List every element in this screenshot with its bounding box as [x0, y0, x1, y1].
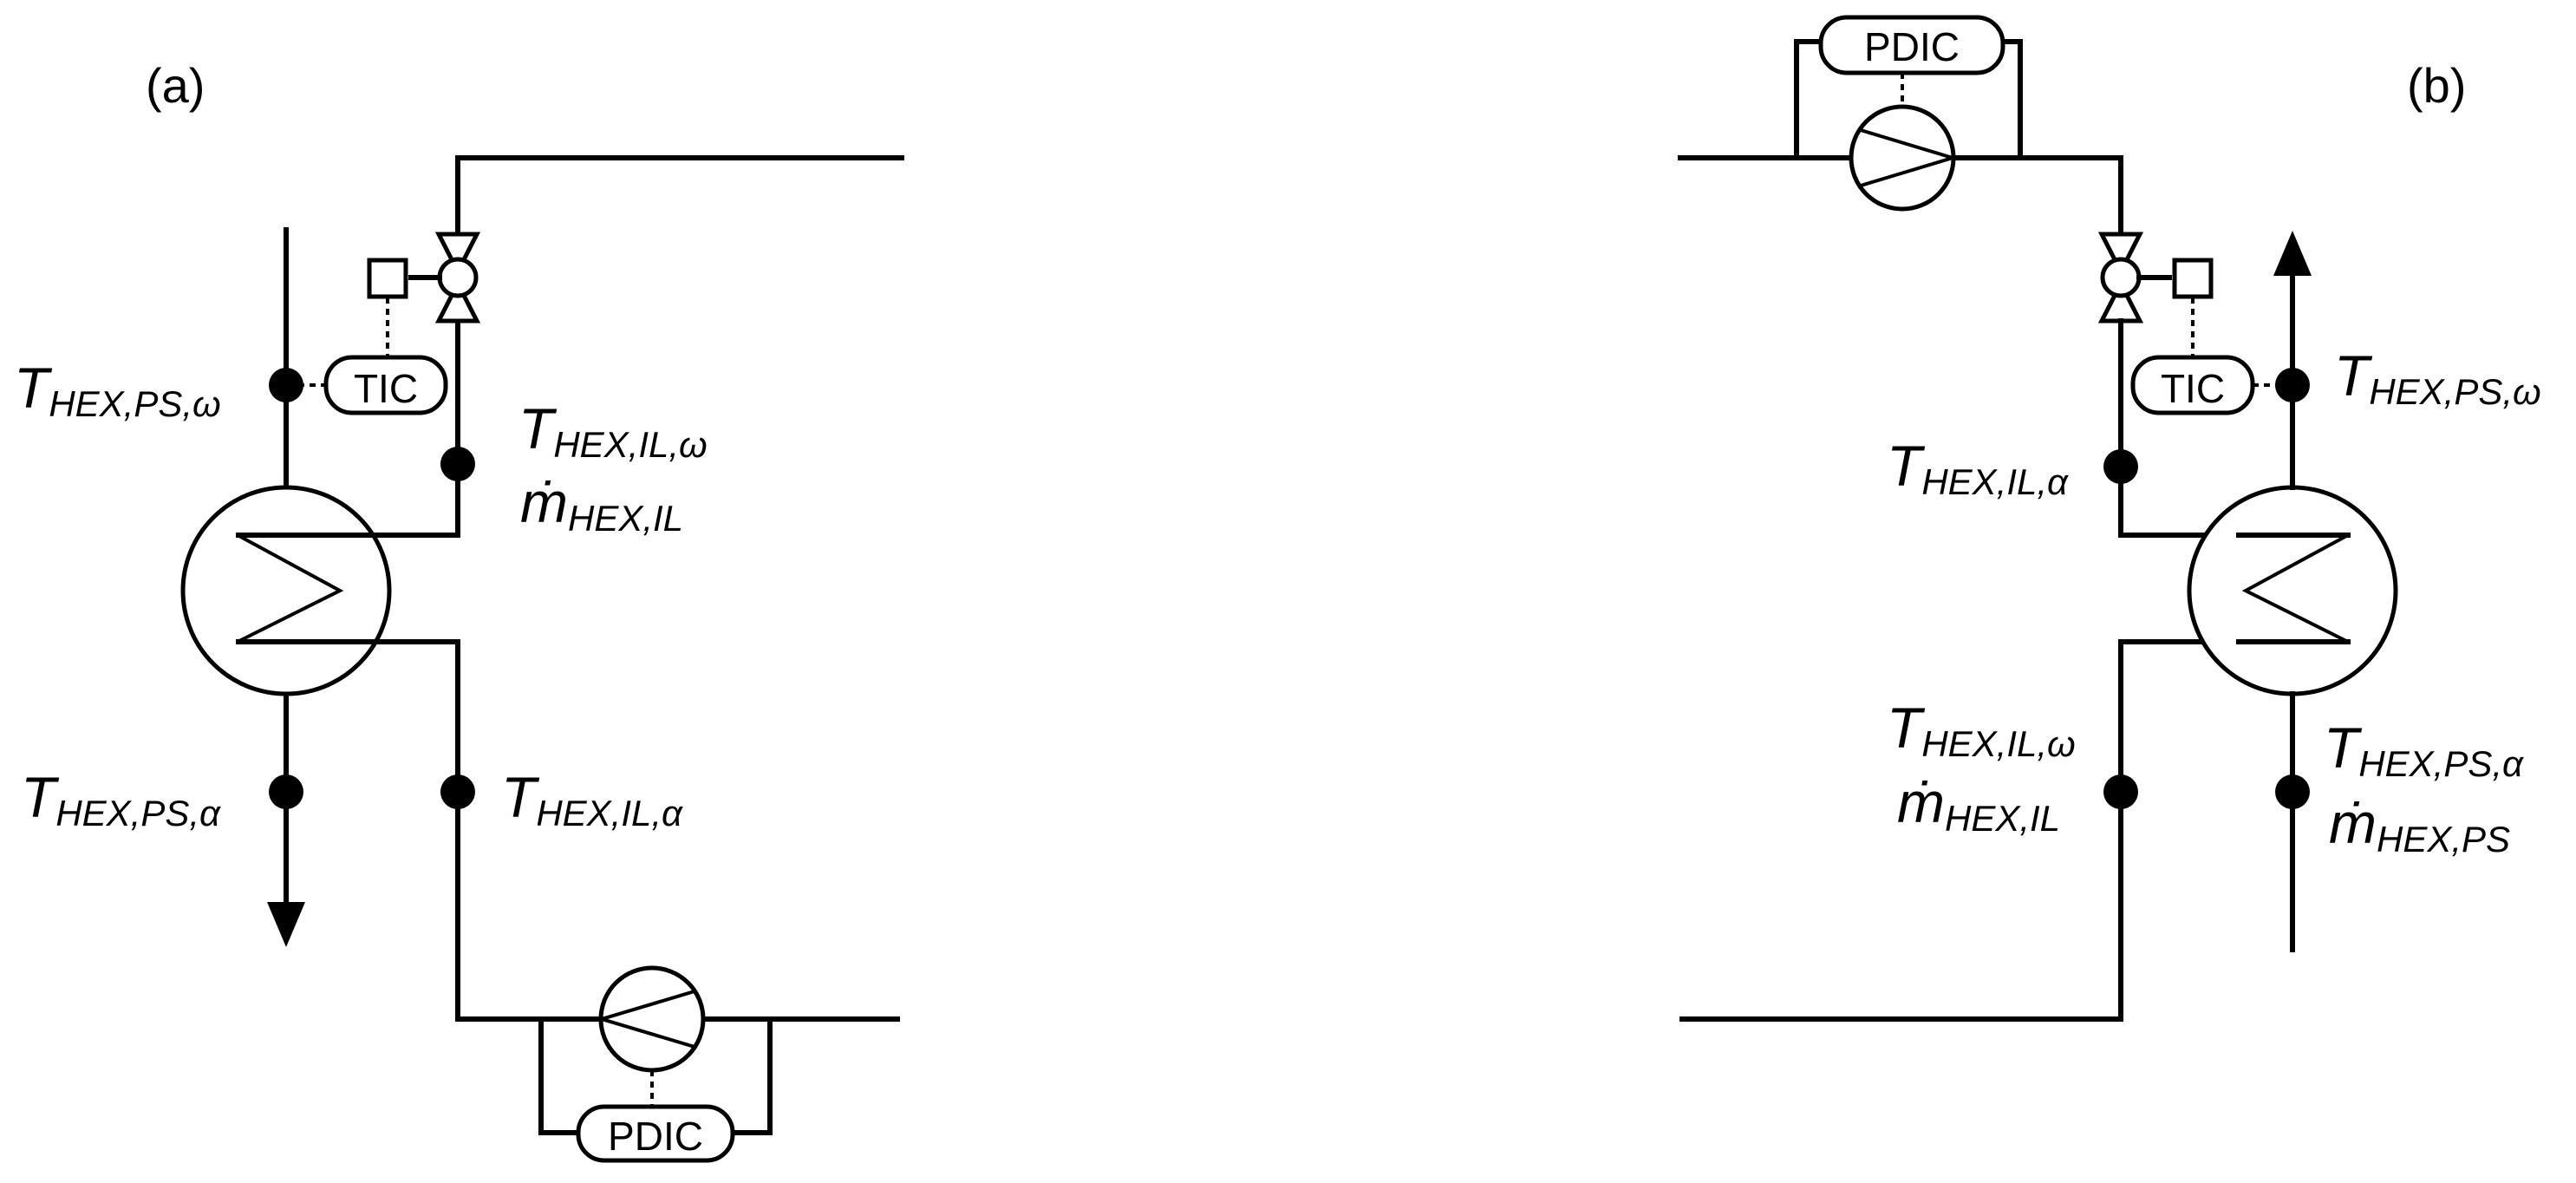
- three-way-valve-a: [367, 232, 481, 324]
- heat-exchanger-b: [2187, 485, 2398, 696]
- valve-actuator-a: [367, 258, 408, 299]
- label-a-il-flow: ṁHEX,IL: [520, 470, 683, 539]
- pump-b: [1849, 104, 1959, 212]
- sensor-dot-b-il-out: [2103, 775, 2138, 809]
- sensor-dot-b-ps-in: [2275, 775, 2310, 809]
- panel-a: (a) TIC: [14, 58, 904, 1163]
- label-a-il-out: THEX,IL,ω: [518, 396, 708, 465]
- sensor-dot-a-ps-in: [269, 775, 303, 809]
- tic-label-a: TIC: [354, 366, 418, 411]
- sensor-dot-a-il-in: [440, 775, 475, 809]
- ps-outlet-arrow-b: [2273, 231, 2312, 276]
- label-b-ps-out: THEX,PS,ω: [2334, 343, 2541, 412]
- pdic-label-b: PDIC: [1864, 24, 1960, 69]
- sensor-dot-b-il-in: [2103, 449, 2138, 484]
- label-b-il-in: THEX,IL,α: [1887, 434, 2069, 502]
- panel-b: (b) PDIC: [1678, 15, 2541, 1022]
- label-a-ps-in: THEX,PS,α: [21, 765, 221, 833]
- panel-b-label: (b): [2407, 58, 2466, 113]
- three-way-valve-b: [2097, 232, 2214, 324]
- label-a-ps-out: THEX,PS,ω: [14, 356, 221, 424]
- pdic-controller-b: PDIC: [1818, 15, 2005, 75]
- tic-controller-b: TIC: [2130, 355, 2255, 415]
- sensor-dot-a-il-out: [440, 447, 475, 481]
- sensor-dot-b-ps-out: [2275, 368, 2310, 402]
- label-b-il-flow: ṁHEX,IL: [1897, 770, 2060, 839]
- label-b-ps-in: THEX,PS,α: [2324, 716, 2524, 784]
- heat-exchanger-a: [180, 485, 460, 696]
- pump-a: [596, 965, 706, 1073]
- ps-outlet-arrow: [267, 902, 305, 947]
- pdic-label-a: PDIC: [608, 1114, 703, 1159]
- tic-controller-a: TIC: [323, 355, 448, 415]
- label-b-il-out: THEX,IL,ω: [1887, 696, 2076, 764]
- sensor-dot-a-ps-out: [269, 368, 303, 402]
- pdic-controller-a: PDIC: [576, 1104, 735, 1163]
- panel-a-label: (a): [146, 58, 205, 113]
- valve-actuator-b: [2172, 258, 2214, 299]
- label-a-il-in: THEX,IL,α: [501, 765, 683, 833]
- tic-label-b: TIC: [2161, 366, 2225, 411]
- label-b-ps-flow: ṁHEX,PS: [2329, 791, 2510, 859]
